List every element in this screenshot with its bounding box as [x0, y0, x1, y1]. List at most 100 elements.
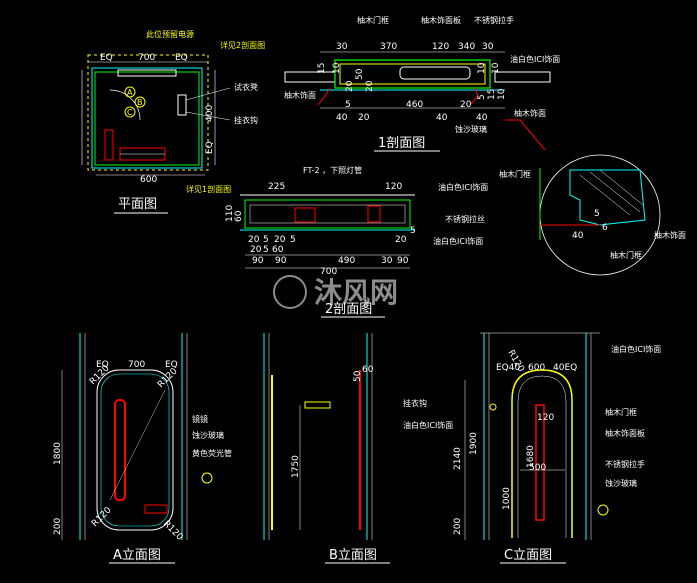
elevA-dim-eq2: EQ [165, 360, 178, 370]
section1-dim-bottom-2: 460 [406, 100, 423, 110]
elevC-label-doorframe: 柚木门框 [605, 407, 637, 417]
section1-dim-small-6: 10 [491, 62, 501, 74]
elevC-dim-600: 600 [528, 363, 545, 373]
section2-note: FT-2 ，下照灯管 [303, 165, 362, 175]
detail-dim-40: 40 [572, 231, 584, 241]
elevC-title: C立面图 [504, 548, 552, 563]
plan-dim-eq3: EQ [205, 141, 215, 154]
section2-label-ici-top: 油白色ICI饰面 [438, 182, 488, 192]
elevC-label-panel: 柚木饰面板 [605, 428, 645, 438]
detail-label-doorframe-2: 柚木门框 [610, 250, 642, 260]
section1-dim-small-5: 10 [477, 62, 487, 74]
elevC-label-glass: 蚀沙玻璃 [605, 478, 637, 488]
section1-title: 1剖面图 [378, 136, 425, 151]
plan-dim-700: 700 [138, 53, 155, 63]
elevC-dim-40eq: 40EQ [553, 363, 577, 373]
section2-label-ici-bottom: 油白色ICI饰面 [433, 236, 483, 246]
section2-dim-mid-2: 60 [272, 245, 284, 255]
elevA-dim-700: 700 [128, 360, 145, 370]
section2-dim-left-4: 20 [274, 235, 286, 245]
elevB-label-ici: 油白色ICI饰面 [403, 420, 453, 430]
detail-circle: 柚木门框 柚木饰面 柚木门框 5 6 40 [499, 119, 686, 276]
section2-dim-bottom-0: 90 [252, 256, 264, 266]
elevation-b-view: 60 50 1750 挂衣钩 油白色ICI饰面 B立面图 [263, 333, 453, 564]
elevA-radius-3: R120 [90, 505, 114, 529]
section2-dim-bottom-2: 490 [338, 256, 355, 266]
section1-dim-small-7: 5 [477, 94, 487, 100]
section1-label-right-veneer: 柚木饰面 [514, 108, 546, 118]
section-1-view: 柚木门框 柚木饰面板 不锈钢拉手 油白色ICI饰面 柚木饰面 柚木饰面 蚀沙玻璃… [284, 15, 560, 152]
elevB-dim-50: 50 [353, 370, 363, 382]
elevation-c-view: 油白色ICI饰面 EQ40 600 40EQ R120 120 1680 500… [453, 332, 661, 564]
section1-dim-top-1: 370 [380, 42, 397, 52]
section1-dim-small-4: 20 [365, 80, 375, 92]
elevC-dim-eq40: EQ40 [496, 363, 520, 373]
section1-dim-bottom-0: 5 [345, 100, 351, 110]
section2-dim-bottom-1: 90 [275, 256, 287, 266]
elevC-dim-1000: 1000 [502, 487, 512, 510]
watermark: 沐风网 [273, 275, 398, 309]
elevA-title: A立面图 [113, 548, 161, 563]
section2-title: 2剖面图 [325, 302, 372, 317]
section1-dim-small-0: 15 [317, 63, 327, 74]
section1-dim-bottom-6: 40 [476, 113, 488, 123]
section2-label-steel: 不锈钢拉丝 [445, 214, 485, 224]
elevC-dim-500: 500 [529, 463, 546, 473]
section1-dim-top-0: 30 [336, 42, 348, 52]
section1-label-handle: 不锈钢拉手 [474, 15, 514, 25]
section2-dim-bottom-4: 90 [397, 256, 409, 266]
elevA-dim-eq1: EQ [96, 360, 109, 370]
section2-dim-left-3: 5 [263, 235, 269, 245]
section1-dim-small-9: 10 [497, 88, 507, 100]
detail-label-veneer: 柚木饰面 [654, 230, 686, 240]
elevA-label-mirror: 镜镜 [192, 414, 208, 424]
section2-dim-left-2: 20 [248, 235, 260, 245]
detail-dim-5: 5 [594, 209, 600, 219]
elevC-dim-1680: 1680 [526, 445, 536, 468]
elevC-label-handle: 不锈钢拉手 [605, 459, 645, 469]
detail-label-doorframe: 柚木门框 [499, 169, 531, 179]
section1-dim-bottom-5: 20 [460, 100, 472, 110]
section2-dim-mid-5: 5 [410, 226, 416, 236]
plan-dim-400: 400 [205, 105, 215, 122]
plan-view: A B C 此位预留电源 详见2剖面图 EQ 700 EQ 试衣凳 挂衣钩 40… [81, 29, 265, 214]
elevC-dim-2140: 2140 [453, 447, 463, 470]
elevB-dim-1750: 1750 [291, 455, 301, 478]
section1-dim-bottom-3: 20 [358, 113, 370, 123]
section1-label-glass: 蚀沙玻璃 [455, 124, 487, 134]
section2-dim-mid-0: 20 [250, 245, 262, 255]
section2-dim-120: 120 [385, 182, 402, 192]
plan-title: 平面图 [118, 197, 157, 212]
section1-dim-bottom-4: 40 [436, 113, 448, 123]
elevB-title: B立面图 [329, 548, 377, 563]
elevA-radius-4: R120 [161, 519, 185, 543]
plan-detail-ref-top: 详见2剖面图 [220, 40, 265, 50]
section1-dim-top-4: 30 [482, 42, 494, 52]
plan-top-note: 此位预留电源 [146, 29, 194, 39]
section2-dim-700: 700 [320, 267, 337, 277]
elevB-dim-60: 60 [362, 365, 374, 375]
section1-dim-small-1: 10 [332, 62, 342, 74]
elevC-label-ici: 油白色ICI饰面 [611, 344, 661, 354]
elevA-dim-200: 200 [53, 518, 63, 535]
elevA-dim-1800: 1800 [53, 442, 63, 465]
elevation-a-view: EQ 700 EQ R120 R120 R120 R120 1800 200 镜… [53, 333, 232, 564]
elevC-dim-120: 120 [537, 413, 554, 423]
section1-dim-small-3: 50 [355, 68, 365, 80]
section1-dim-bottom-1: 40 [336, 113, 348, 123]
plan-detail-ref-bottom: 详见1剖面图 [186, 184, 231, 194]
elevA-label-light: 黄色荧光管 [192, 448, 232, 458]
section2-dim-225: 225 [268, 182, 285, 192]
plan-label-hook: 挂衣钩 [234, 115, 258, 125]
elevC-dim-1900: 1900 [469, 432, 479, 455]
section1-dim-small-8: 15 [487, 89, 497, 100]
plan-dim-eq2: EQ [175, 53, 188, 63]
section2-dim-bottom-3: 30 [381, 256, 393, 266]
plan-marker-b: B [137, 98, 143, 107]
section2-dim-mid-4: 20 [395, 235, 407, 245]
detail-dim-6: 6 [602, 223, 608, 233]
section1-dim-small-2: 20 [345, 80, 355, 92]
section1-dim-top-3: 340 [458, 42, 475, 52]
section2-dim-mid-1: 5 [263, 245, 269, 255]
